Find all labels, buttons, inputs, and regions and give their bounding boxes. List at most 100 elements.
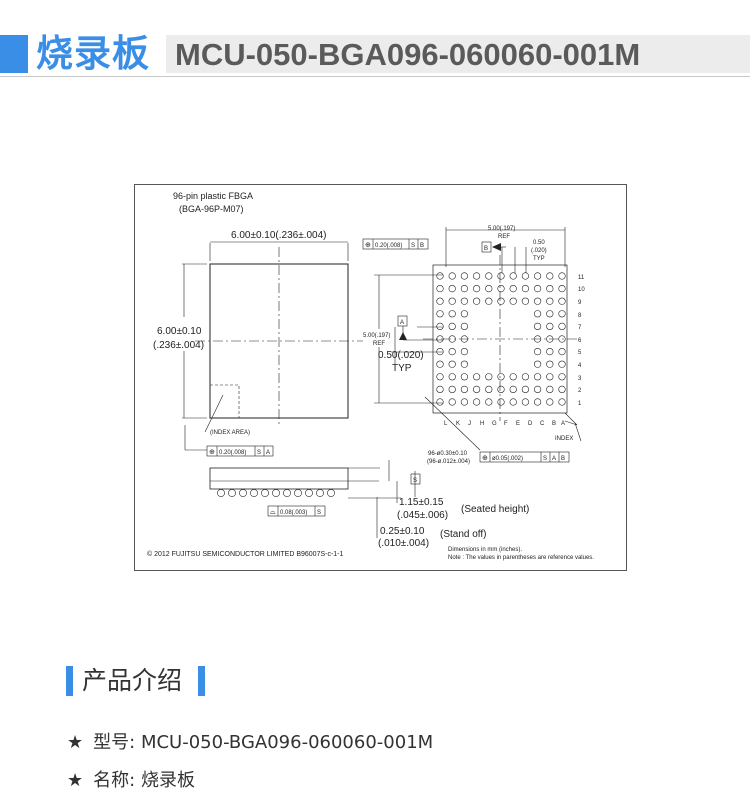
ball	[497, 272, 505, 280]
side-view-balls	[217, 489, 335, 497]
ball	[521, 272, 530, 280]
svg-text:S: S	[543, 456, 547, 462]
ball	[534, 272, 542, 280]
ball	[436, 360, 444, 368]
side-view-body	[209, 467, 349, 490]
tolerance-frame-bottom	[206, 445, 274, 457]
ball	[473, 297, 481, 305]
ball	[534, 310, 542, 318]
ball	[534, 284, 542, 293]
seated-height-label: (Seated height)	[461, 504, 529, 515]
svg-text:S: S	[317, 510, 321, 516]
ball	[534, 373, 542, 381]
ref-500-left: 5.00(.197)	[363, 333, 390, 339]
svg-text:G: G	[492, 421, 497, 427]
ball	[436, 373, 444, 381]
svg-text:A: A	[266, 450, 270, 456]
spec-name-value: 烧录板	[140, 770, 195, 791]
ball	[558, 284, 566, 293]
ball	[436, 272, 444, 280]
svg-text:K: K	[456, 421, 460, 427]
ball	[485, 398, 493, 406]
ball	[448, 335, 456, 343]
spec-model: ★型号: MCU-050-BGA096-060060-001M	[67, 730, 433, 756]
ball	[436, 322, 444, 330]
ball	[448, 360, 456, 368]
ball	[558, 398, 566, 406]
ball	[473, 284, 481, 293]
svg-text:E: E	[516, 421, 520, 427]
svg-text:S: S	[411, 243, 415, 249]
ball	[485, 272, 493, 280]
ball	[448, 322, 456, 330]
svg-text:B: B	[420, 243, 424, 249]
ball	[509, 398, 517, 406]
ball	[509, 284, 517, 293]
spec-name-label: 名称:	[93, 770, 136, 791]
spec-model-label: 型号:	[93, 732, 136, 753]
ball	[558, 297, 566, 305]
ball	[485, 373, 493, 381]
ball	[558, 385, 566, 393]
ball	[485, 297, 493, 305]
ball	[436, 385, 444, 393]
copyright: © 2012 FUJITSU SEMICONDUCTOR LIMITED B96…	[147, 550, 344, 558]
ball	[521, 284, 530, 293]
ball	[460, 297, 469, 305]
ball	[436, 284, 444, 293]
ball	[497, 297, 505, 305]
svg-text:A: A	[552, 456, 556, 462]
svg-text:⌓: ⌓	[270, 509, 276, 516]
spec-name: ★名称: 烧录板	[67, 768, 195, 794]
package-code: (BGA-96P-M07)	[179, 204, 244, 214]
ball	[473, 272, 481, 280]
ball	[436, 297, 444, 305]
ball	[485, 284, 493, 293]
ball	[497, 398, 505, 406]
ball	[534, 398, 542, 406]
header-title: 烧录板	[36, 32, 150, 75]
svg-text:H: H	[480, 421, 484, 427]
index-label: INDEX	[555, 436, 573, 442]
ball-tolerance-frame	[479, 451, 570, 463]
ball	[509, 385, 517, 393]
ball-dim-1: 96-ø0.30±0.10	[428, 451, 468, 457]
package-name: 96-pin plastic FBGA	[173, 191, 253, 201]
note-dimensions: Dimensions in mm (inches).	[448, 547, 522, 553]
ball	[558, 373, 566, 381]
pitch-big: 0.50(.020)	[378, 350, 424, 361]
svg-text:⊕: ⊕	[365, 242, 371, 249]
svg-text:S: S	[257, 450, 261, 456]
svg-text:9: 9	[578, 300, 582, 306]
ball	[546, 398, 554, 406]
ball	[534, 385, 542, 393]
package-drawing: 96-pin plastic FBGA (BGA-96P-M07) 6.00±0…	[134, 184, 627, 571]
bottom-view-ball-grid	[436, 272, 566, 406]
stand-off-2: (.010±.004)	[378, 538, 429, 549]
svg-text:5: 5	[578, 350, 582, 356]
tolerance-frame-top	[362, 238, 429, 250]
typ-big: TYP	[392, 363, 412, 374]
ball	[460, 272, 469, 280]
ball	[460, 385, 469, 393]
svg-text:2: 2	[578, 388, 582, 394]
page-header: 烧录板 MCU-050-BGA096-060060-001M	[0, 30, 750, 78]
ball	[460, 335, 469, 343]
ball	[558, 360, 566, 368]
ball	[473, 373, 481, 381]
spec-model-value: MCU-050-BGA096-060060-001M	[140, 732, 434, 753]
ball	[460, 310, 469, 318]
ball	[460, 360, 469, 368]
pitch-050: 0.50	[533, 240, 545, 246]
header-accent-bar	[0, 35, 28, 73]
svg-text:TYP: TYP	[533, 256, 545, 262]
ball	[521, 297, 530, 305]
svg-text:S: S	[413, 478, 417, 484]
stand-off-1: 0.25±0.10	[380, 526, 425, 537]
ball	[473, 385, 481, 393]
package-drawing-svg: 96-pin plastic FBGA (BGA-96P-M07) 6.00±0…	[147, 191, 594, 561]
ball	[497, 385, 505, 393]
section-title-text: 产品介绍	[82, 666, 183, 695]
section-title-bar-left	[66, 666, 73, 696]
ball	[436, 335, 444, 343]
